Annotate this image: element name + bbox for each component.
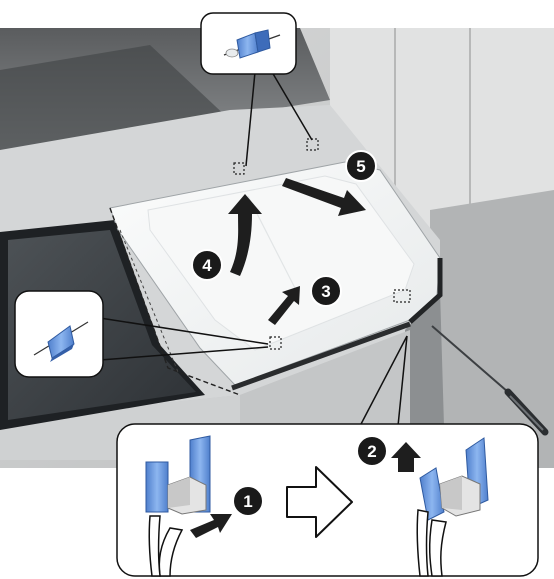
step-number: 3	[321, 282, 330, 301]
step-badge-1: 1	[233, 486, 263, 516]
step-number: 1	[243, 492, 252, 511]
step-badge-3: 3	[311, 276, 341, 306]
step-number: 4	[202, 256, 212, 275]
step-badge-5: 5	[346, 151, 376, 181]
step-number: 5	[356, 157, 365, 176]
step-badge-2: 2	[357, 436, 387, 466]
step-badge-4: 4	[192, 250, 222, 280]
step-number: 2	[367, 442, 376, 461]
